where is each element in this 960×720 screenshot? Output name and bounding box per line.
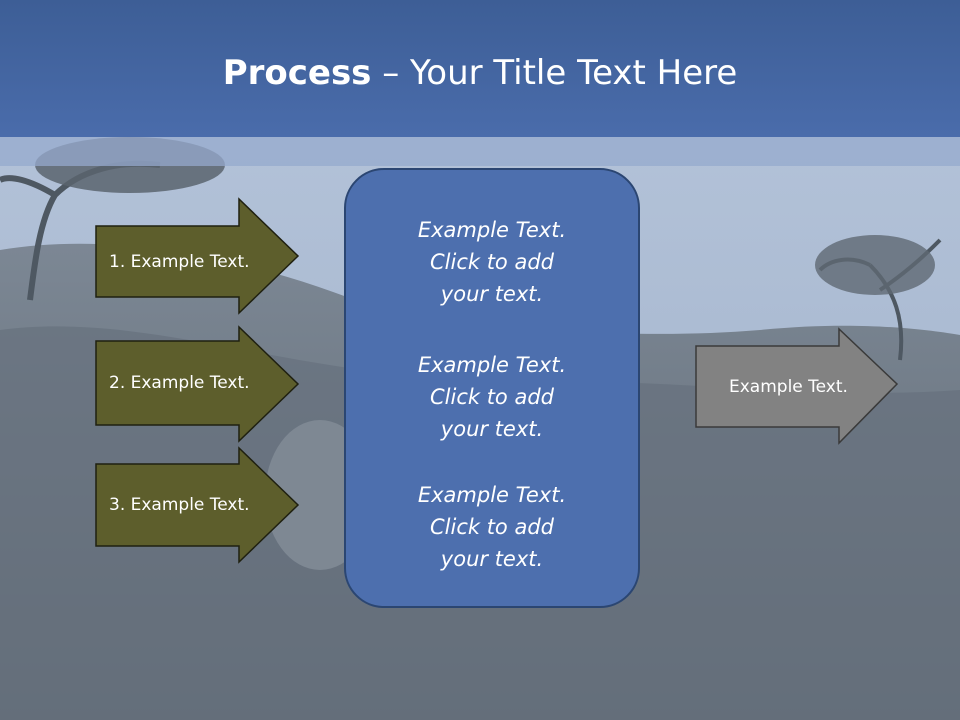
step-arrow-1[interactable]: 1. Example Text. <box>95 197 301 315</box>
step-label-1: 1. Example Text. <box>109 251 250 272</box>
step-label-2: 2. Example Text. <box>109 373 250 393</box>
center-text-2[interactable]: Example Text. Click to add your text. <box>417 353 567 441</box>
step-arrow-2[interactable]: 2. Example Text. <box>95 325 301 443</box>
arrow-shape <box>95 197 300 315</box>
step-arrow-3[interactable]: 3. Example Text. <box>95 446 301 564</box>
step-label-3: 3. Example Text. <box>109 495 250 515</box>
arrow-shape <box>695 327 899 445</box>
arrow-shape <box>95 325 300 443</box>
center-text-3[interactable]: Example Text. Click to add your text. <box>417 483 567 571</box>
title-header-bar <box>0 0 960 137</box>
slide-title[interactable]: Process – Your Title Text Here <box>0 50 960 96</box>
result-label: Example Text. <box>729 376 848 397</box>
center-text-1[interactable]: Example Text. Click to add your text. <box>417 218 567 306</box>
title-rest: – Your Title Text Here <box>371 53 738 93</box>
arrow-shape <box>95 446 300 564</box>
center-content-box[interactable]: Example Text. Click to add your text. Ex… <box>344 168 640 608</box>
result-arrow[interactable]: Example Text. <box>695 327 901 445</box>
header-accent-strip <box>0 137 960 166</box>
title-bold: Process <box>222 53 372 93</box>
